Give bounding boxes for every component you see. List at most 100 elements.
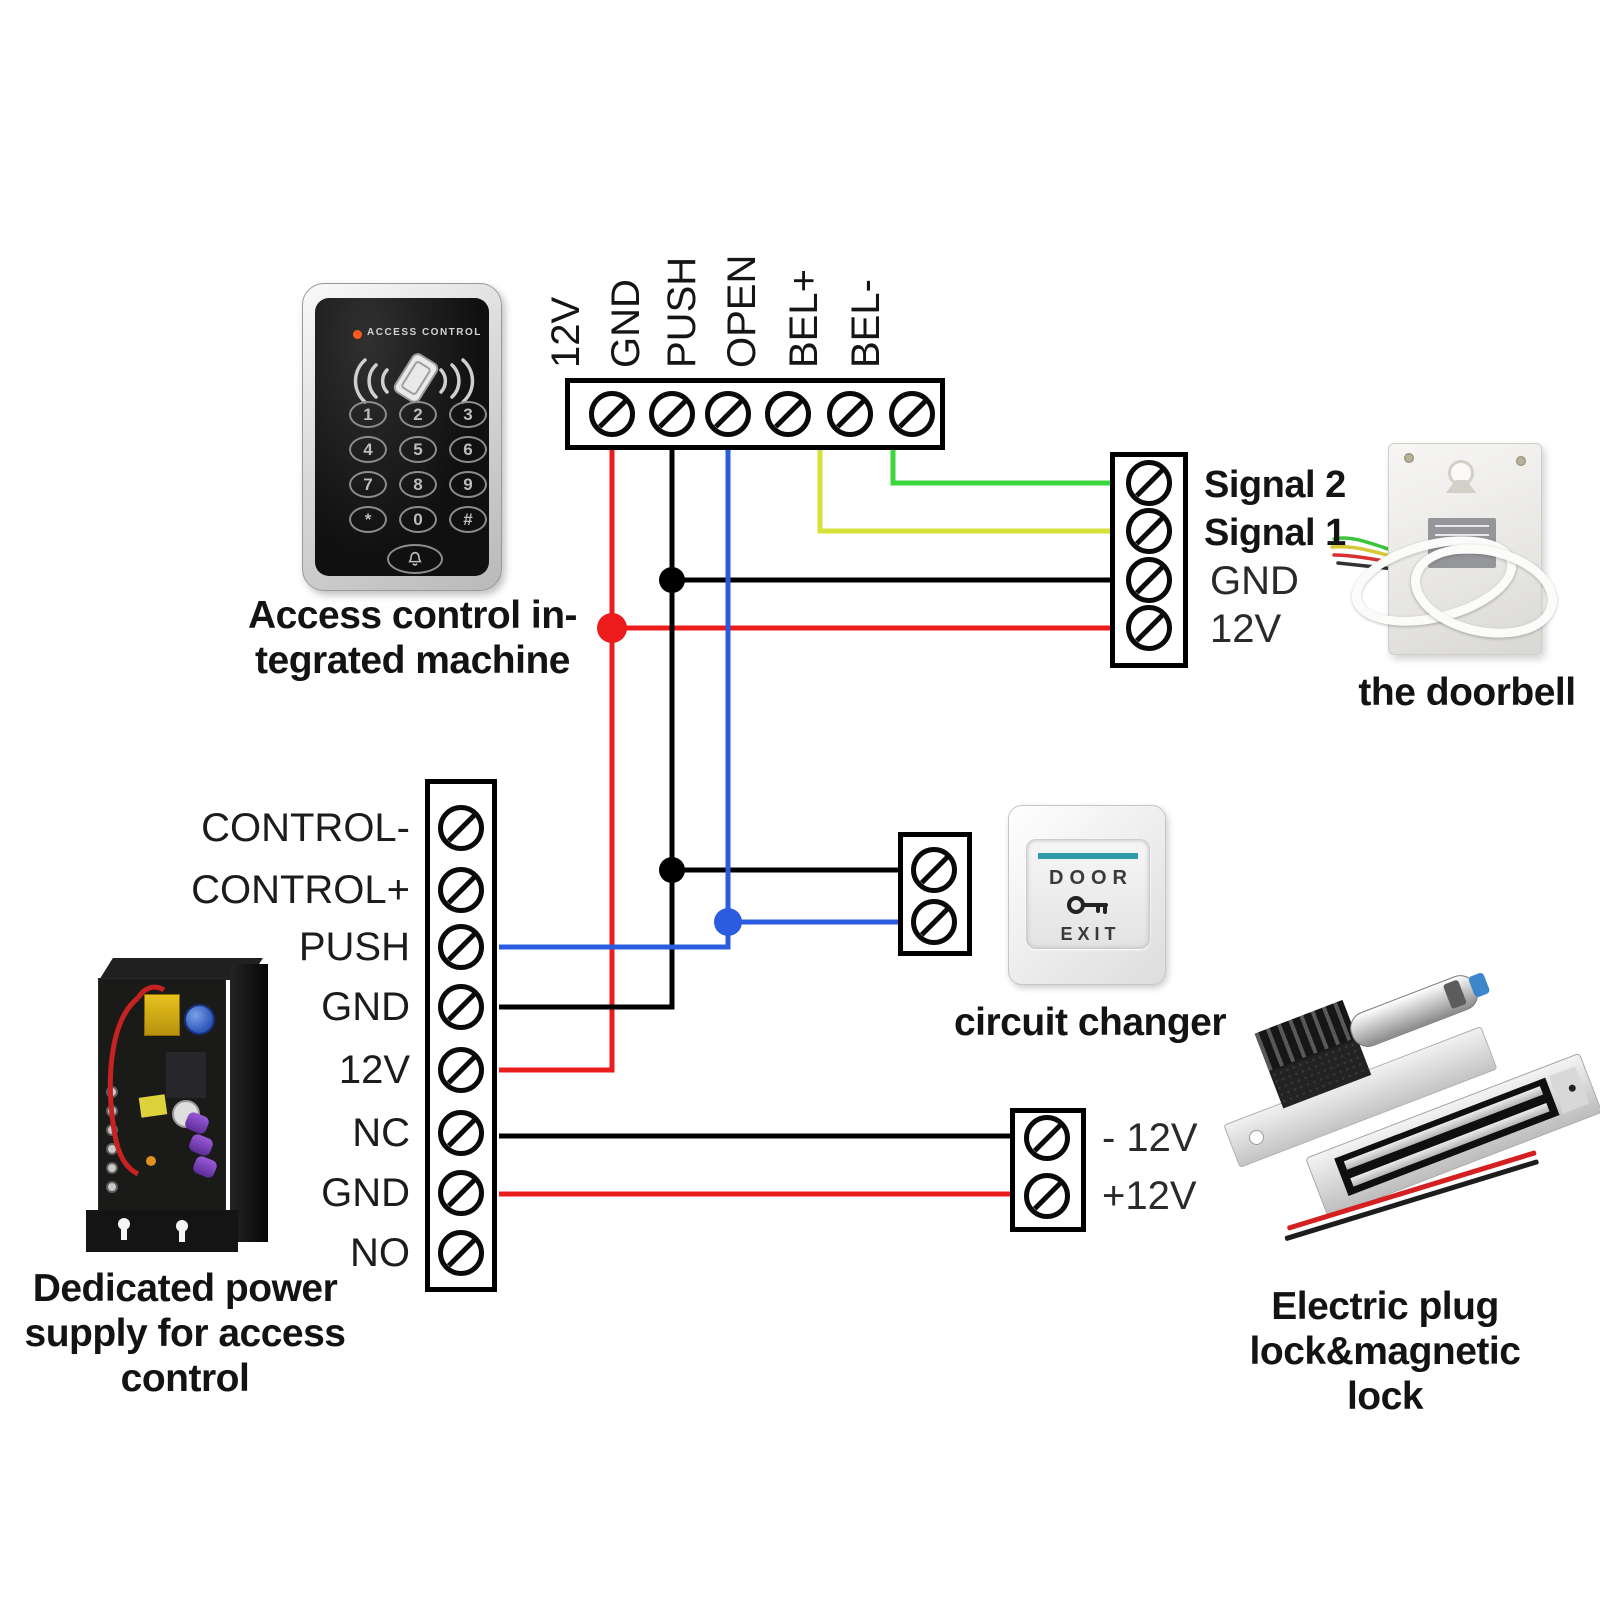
key-5: 5 xyxy=(399,436,437,463)
terminal-label-12v: 12V xyxy=(544,296,588,368)
screw-terminal-icon xyxy=(911,899,957,945)
psu-caption-line2: supply for access xyxy=(24,1312,346,1355)
bolt-lock-blue-tip xyxy=(1467,971,1491,999)
lock-caption-line1: Electric plug xyxy=(1271,1285,1499,1328)
terminal-label-gnd: GND xyxy=(604,279,648,368)
psu-transformer xyxy=(144,994,180,1036)
psu-caption-line3: control xyxy=(120,1357,250,1400)
screw-terminal-icon xyxy=(438,984,484,1030)
wire-yellow-bel-plus xyxy=(817,444,1113,534)
wire-red-12v xyxy=(499,444,615,1073)
psu-terminal-screw xyxy=(106,1162,118,1174)
screw-terminal-icon xyxy=(1126,508,1172,554)
exit-button-exit-text: EXIT xyxy=(1060,924,1121,944)
screw-terminal-icon xyxy=(765,391,811,437)
rfid-card-icon xyxy=(393,353,439,403)
key-7: 7 xyxy=(349,471,387,498)
junction-dot-black-2 xyxy=(659,857,685,883)
psu-keyhole-mount xyxy=(118,1218,130,1240)
key-0: 0 xyxy=(399,506,437,533)
psu-capacitor-blue xyxy=(184,1004,215,1035)
terminal-label-bel-plus: BEL+ xyxy=(782,269,826,368)
electric-lock-caption: Electric plug lock&magnetic lock xyxy=(1240,1284,1530,1419)
circuit-changer-caption: circuit changer xyxy=(953,1001,1227,1044)
terminal-label-12v: 12V xyxy=(338,1048,410,1092)
doorbell-screw-icon xyxy=(1516,456,1526,466)
terminal-label-12v: 12V xyxy=(1210,607,1282,651)
power-supply-caption: Dedicated power supply for access contro… xyxy=(20,1266,350,1401)
door-exit-button-device: DOOR EXIT xyxy=(1008,805,1166,985)
led-indicator xyxy=(353,330,362,339)
screw-terminal-icon xyxy=(1024,1115,1070,1161)
psu-keyhole-mount xyxy=(176,1220,188,1242)
terminal-label-control-plus: CONTROL+ xyxy=(191,868,410,912)
screw-terminal-icon xyxy=(649,391,695,437)
terminal-label-open: OPEN xyxy=(720,254,764,368)
screw-terminal-icon xyxy=(889,391,935,437)
doorbell-screw-icon xyxy=(1404,453,1414,463)
terminal-label-nc: NC xyxy=(352,1111,410,1155)
screw-terminal-icon xyxy=(438,867,484,913)
bolt-lock-collar xyxy=(1442,979,1468,1010)
keypad-caption-line2: tegrated machine xyxy=(255,639,570,682)
screw-terminal-icon xyxy=(1126,557,1172,603)
screw-terminal-icon xyxy=(911,847,957,893)
terminal-label-plus12v: +12V xyxy=(1102,1174,1197,1218)
bolt-lock-mount-hole xyxy=(1246,1127,1267,1148)
psu-component-orange xyxy=(146,1156,156,1166)
screw-terminal-icon xyxy=(438,1230,484,1276)
terminal-label-push: PUSH xyxy=(660,256,704,368)
power-supply-device xyxy=(80,958,300,1258)
psu-terminal-screw xyxy=(106,1181,118,1193)
screw-terminal-icon xyxy=(1126,605,1172,651)
screw-terminal-icon xyxy=(705,391,751,437)
terminal-label-push: PUSH xyxy=(298,925,410,969)
key-9: 9 xyxy=(449,471,487,498)
terminal-label-gnd2: GND xyxy=(321,1171,410,1215)
wire-black-gnd xyxy=(499,444,675,1010)
screw-terminal-icon xyxy=(1024,1173,1070,1219)
terminal-label-gnd: GND xyxy=(1210,559,1299,603)
exit-button-panel: DOOR EXIT xyxy=(1026,839,1150,949)
magnetic-lock-strip xyxy=(1350,1102,1550,1187)
key-hash: # xyxy=(449,506,487,533)
key-icon xyxy=(1067,896,1108,914)
keypad-brand-text: ACCESS CONTROL xyxy=(367,327,482,338)
psu-bottom-flange xyxy=(86,1210,238,1252)
psu-red-wire xyxy=(107,984,166,1177)
screw-terminal-icon xyxy=(1126,460,1172,506)
keypad-face: ACCESS CONTROL 1 2 3 4 xyxy=(315,298,489,576)
key-1: 1 xyxy=(349,401,387,428)
rfid-waves-icon xyxy=(353,353,475,404)
psu-component-block xyxy=(166,1052,206,1098)
lock-caption-line3: lock xyxy=(1346,1375,1424,1418)
psu-caption-line1: Dedicated power xyxy=(32,1267,338,1310)
doorbell-caption: the doorbell xyxy=(1358,671,1576,714)
terminal-label-signal1: Signal 1 xyxy=(1204,512,1346,554)
keyhole-mount-slot xyxy=(1446,480,1476,493)
electric-lock-device xyxy=(1223,970,1600,1290)
screw-terminal-icon xyxy=(438,805,484,851)
access-control-keypad: ACCESS CONTROL 1 2 3 4 xyxy=(302,283,502,591)
key-8: 8 xyxy=(399,471,437,498)
screw-terminal-icon xyxy=(438,1170,484,1216)
bell-icon xyxy=(408,551,422,566)
screw-terminal-icon xyxy=(438,924,484,970)
key-3: 3 xyxy=(449,401,487,428)
terminal-label-no: NO xyxy=(350,1231,410,1275)
screw-terminal-icon xyxy=(827,391,873,437)
key-4: 4 xyxy=(349,436,387,463)
psu-side-rail xyxy=(230,964,268,1242)
doorbell-label-sticker xyxy=(1428,518,1496,568)
key-6: 6 xyxy=(449,436,487,463)
exit-button-door-text: DOOR xyxy=(1049,867,1133,889)
bell-button xyxy=(387,544,443,574)
doorbell-device xyxy=(1330,438,1580,668)
screw-terminal-icon xyxy=(438,1047,484,1093)
key-2: 2 xyxy=(399,401,437,428)
exit-button-teal-line xyxy=(1038,853,1138,859)
lock-caption-line2: lock&magnetic xyxy=(1249,1330,1521,1373)
keypad-caption: Access control in- tegrated machine xyxy=(210,593,615,683)
screw-terminal-icon xyxy=(438,1110,484,1156)
